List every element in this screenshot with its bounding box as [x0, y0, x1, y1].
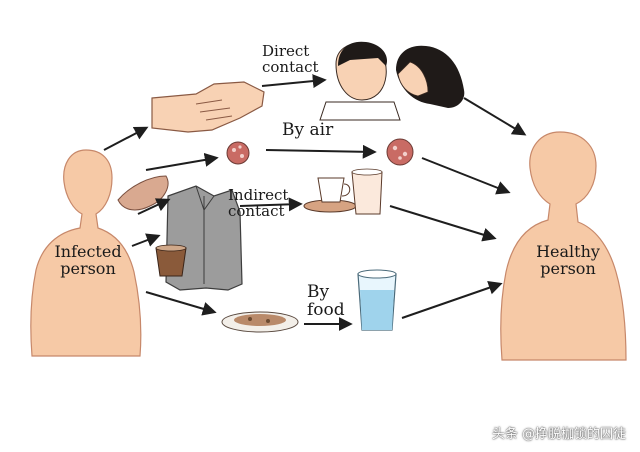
plate-icon — [221, 311, 299, 333]
infected-person-figure — [30, 149, 142, 357]
direct-label-line1: Direct — [262, 42, 310, 60]
arrow-indirect-to-healthy — [389, 205, 497, 242]
kissing-couple-icon — [319, 41, 465, 121]
water-glass-icon — [357, 269, 397, 331]
by-air-label: By air — [282, 120, 334, 140]
arrow-kiss-to-healthy — [463, 97, 527, 136]
handshake-icon — [151, 81, 265, 133]
infected-label-line1: Infected — [54, 242, 122, 261]
healthy-label-line2: person — [540, 258, 596, 278]
arrow-air-to-healthy — [421, 157, 511, 195]
indirect-label-line2: contact — [228, 201, 285, 220]
infected-person-label: Infected person — [40, 242, 136, 278]
cup-icon — [155, 244, 187, 277]
transmission-arrows — [103, 74, 527, 331]
arrow-indirect-contact — [239, 197, 303, 212]
direct-contact-label: Direct contact — [262, 42, 319, 76]
food-label-line1: By — [307, 282, 330, 302]
glass-icon — [351, 168, 383, 215]
arrow-direct-contact — [261, 74, 327, 89]
watermark: 头条 @挣脱枷锁的囚徒 — [491, 427, 626, 442]
arrow-food-to-healthy — [401, 281, 503, 319]
healthy-person-figure — [500, 131, 627, 361]
germ-icon-destination — [386, 138, 414, 166]
infected-label-line2: person — [60, 258, 116, 278]
arrow-to-cup — [131, 233, 161, 247]
coat-icon — [165, 185, 243, 291]
direct-label-line2: contact — [262, 57, 319, 76]
arrow-to-handshake — [103, 126, 149, 151]
healthy-person-label: Healthy person — [520, 242, 616, 278]
arrow-by-air — [265, 144, 377, 159]
indirect-contact-label: Indirect contact — [228, 186, 289, 220]
food-label-line2: food — [307, 299, 345, 320]
healthy-label-line1: Healthy — [536, 242, 600, 261]
germ-icon — [226, 141, 250, 165]
arrow-to-coat — [137, 198, 171, 215]
tea-cup-icon — [303, 177, 357, 213]
arrow-to-plate — [145, 291, 217, 316]
by-food-label: By food — [307, 282, 345, 320]
arrow-to-germ — [145, 152, 219, 171]
indirect-label-line1: Indirect — [228, 186, 289, 204]
handkerchief-icon — [117, 175, 169, 211]
